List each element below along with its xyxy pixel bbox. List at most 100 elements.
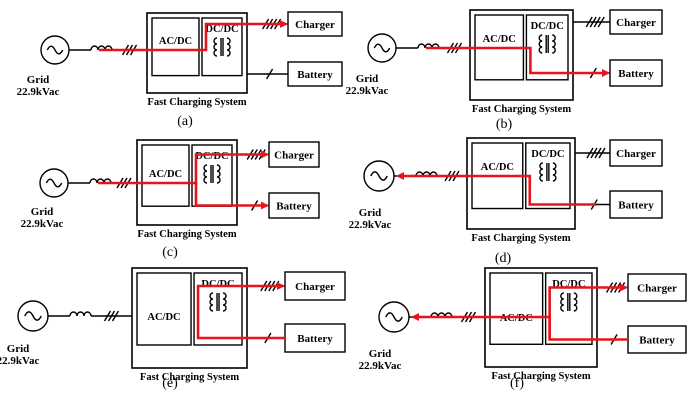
transformer-secondary-winding <box>552 162 557 182</box>
charger-block: Charger <box>609 139 663 167</box>
transformer-primary-winding <box>213 37 218 57</box>
charger-block: Charger <box>268 141 320 168</box>
inductor-symbol <box>430 312 453 318</box>
acdc-label: AC/DC <box>481 162 514 173</box>
battery-label: Battery <box>618 68 654 80</box>
sine-wave-icon <box>385 312 403 322</box>
battery-block: Battery <box>609 190 663 219</box>
fast-charging-system: AC/DC DC/DC Fast Charging System <box>484 267 598 382</box>
power-flow-arrow <box>98 150 269 185</box>
transformer-secondary-winding <box>226 37 231 57</box>
grid-voltage-label: 22.9kVac <box>17 86 60 98</box>
dcdc-label: DC/DC <box>201 279 234 290</box>
acdc-converter <box>489 272 544 345</box>
battery-label: Battery <box>297 69 333 81</box>
inductor-symbol <box>69 311 92 317</box>
acdc-converter <box>141 144 190 207</box>
charger-box <box>609 9 663 35</box>
multi-phase-mark <box>597 16 605 28</box>
acdc-label: AC/DC <box>147 312 180 323</box>
battery-block: Battery <box>268 192 320 219</box>
charger-box <box>284 271 346 301</box>
charger-block: Charger <box>284 271 346 301</box>
grid-label: Grid <box>7 343 30 355</box>
inductor-symbol <box>90 45 113 51</box>
dcdc-label: DC/DC <box>552 279 585 290</box>
multi-phase-mark <box>590 147 598 159</box>
multi-phase-mark <box>585 16 593 28</box>
acdc-converter <box>151 17 200 77</box>
battery-box <box>268 192 320 219</box>
panel-caption: (f) <box>510 376 524 391</box>
charger-block: Charger <box>287 11 343 37</box>
power-flow <box>426 46 610 77</box>
acdc-converter <box>136 272 192 346</box>
charger-box <box>287 11 343 37</box>
sine-wave-icon <box>24 311 42 321</box>
acdc-label: AC/DC <box>159 36 192 47</box>
grid-voltage-label: 22.9kVac <box>359 360 402 372</box>
battery-label: Battery <box>618 200 654 212</box>
transformer-icon <box>539 162 557 182</box>
inductor-symbol <box>89 178 112 184</box>
power-flow-arrow <box>548 283 628 341</box>
transformer-icon <box>560 292 578 312</box>
battery-block: Battery <box>627 325 687 354</box>
power-flow <box>196 282 285 340</box>
battery-label: Battery <box>639 335 675 347</box>
transformer-secondary-winding <box>552 34 556 54</box>
dcdc-label: DC/DC <box>195 151 228 162</box>
system-label: Fast Charging System <box>137 229 236 240</box>
battery-box <box>609 59 663 87</box>
system-label: Fast Charging System <box>491 371 590 382</box>
transformer-icon <box>209 292 227 312</box>
system-label: Fast Charging System <box>471 233 570 244</box>
charger-block: Charger <box>627 273 687 302</box>
charger-label: Charger <box>637 283 677 295</box>
multi-phase-mark <box>594 147 602 159</box>
dcdc-converter <box>544 272 593 345</box>
power-flow-arrow <box>411 313 551 340</box>
transformer-icon <box>538 34 556 54</box>
grid-label: Grid <box>369 348 392 360</box>
power-flow-arrow <box>426 46 610 77</box>
sine-wave-icon <box>373 43 391 53</box>
battery-block: Battery <box>609 59 663 87</box>
sine-wave-icon <box>46 45 64 55</box>
multi-phase-mark <box>598 147 606 159</box>
panel-caption: (c) <box>162 245 178 260</box>
acdc-label: AC/DC <box>500 313 533 324</box>
charger-label: Charger <box>616 17 656 29</box>
acdc-label: AC/DC <box>149 169 182 180</box>
multi-phase-mark <box>586 147 594 159</box>
dcdc-converter <box>525 142 571 210</box>
transformer-secondary-winding <box>216 164 221 184</box>
power-flow-arrow <box>99 20 288 52</box>
charger-label: Charger <box>274 150 314 162</box>
transformer-primary-winding <box>560 292 564 312</box>
power-flow <box>98 150 269 210</box>
panel-caption: (e) <box>162 376 178 391</box>
inductor-symbol <box>415 171 438 177</box>
power-flow <box>396 172 596 206</box>
multi-phase-mark <box>589 16 597 28</box>
panel-caption: (a) <box>177 114 193 129</box>
battery-block: Battery <box>284 323 346 353</box>
transformer-secondary-winding <box>222 292 227 312</box>
charger-block: Charger <box>609 9 663 35</box>
three-phase-mark <box>107 310 116 322</box>
transformer-icon <box>203 164 221 184</box>
panel-caption: (b) <box>496 117 513 132</box>
